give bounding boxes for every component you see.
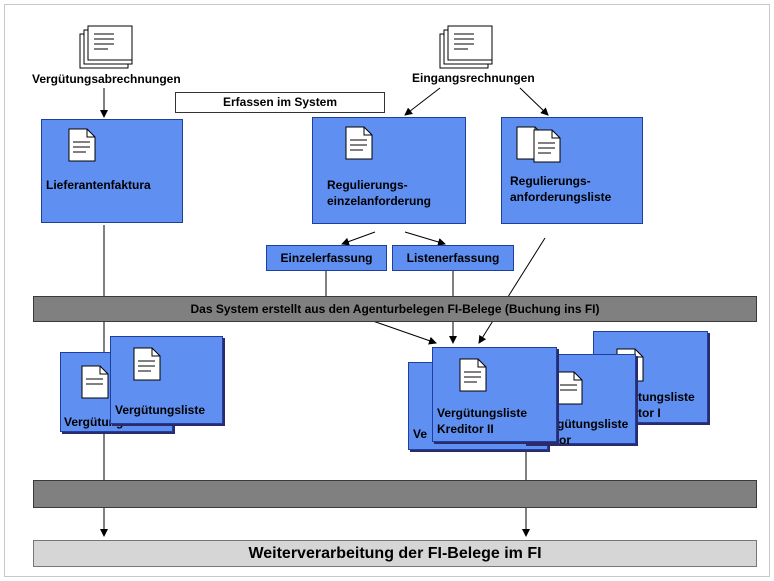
document-icon	[81, 365, 109, 399]
kreditor-ii-line2: Kreditor II	[437, 422, 494, 436]
listenerfassung-box: Listenerfassung	[392, 245, 514, 271]
einzelerfassung-box: Einzelerfassung	[266, 245, 387, 271]
kreditor-ii-line1: Vergütungsliste	[437, 406, 528, 420]
lieferantenfaktura-box: Lieferantenfaktura	[41, 119, 183, 223]
document-icon	[459, 358, 487, 392]
label-eingangsrechnungen: Eingangsrechnungen	[412, 71, 535, 85]
regulierungseinzelanforderung-box: Regulierungs- einzelanforderung	[312, 117, 466, 224]
kreditor-i-line2: tor I	[638, 406, 661, 420]
document-icon	[555, 371, 583, 405]
regulierung-liste-line1: Regulierungs-	[510, 174, 591, 188]
regulierung-einzel-line1: Regulierungs-	[327, 178, 408, 192]
footer-box: Weiterverarbeitung der FI-Belege im FI	[33, 540, 757, 567]
regulierungsanforderungsliste-box: Regulierungs- anforderungsliste	[501, 117, 643, 224]
document-stack-icon	[516, 126, 561, 163]
verguetungsliste-front-label: Vergütungsliste	[115, 403, 206, 417]
back-right-label: Ve	[413, 427, 428, 441]
diagram-frame	[4, 4, 770, 577]
system-bar: Das System erstellt aus den Agenturbeleg…	[33, 296, 757, 322]
debitor-line1: gütungsliste	[557, 417, 629, 431]
label-verguetungsabrechnungen: Vergütungsabrechnungen	[32, 72, 181, 86]
document-icon	[133, 347, 161, 381]
system-bar-text: Das System erstellt aus den Agenturbeleg…	[190, 302, 600, 316]
verguetungsliste-front-box: Vergütungsliste	[110, 336, 223, 424]
lieferantenfaktura-label: Lieferantenfaktura	[46, 178, 151, 192]
document-stack-icon	[79, 25, 133, 69]
document-icon	[68, 128, 96, 162]
regulierung-liste-line2: anforderungsliste	[510, 190, 612, 204]
regulierung-einzel-line2: einzelanforderung	[327, 194, 432, 208]
verguetungsliste-kreditor-ii-box: Vergütungsliste Kreditor II	[432, 347, 557, 442]
erfassen-im-system-box: Erfassen im System	[175, 92, 385, 113]
document-stack-icon	[439, 25, 493, 69]
kreditor-i-line1: tungsliste	[638, 390, 695, 404]
document-icon	[345, 126, 373, 160]
empty-grey-bar	[33, 480, 757, 508]
